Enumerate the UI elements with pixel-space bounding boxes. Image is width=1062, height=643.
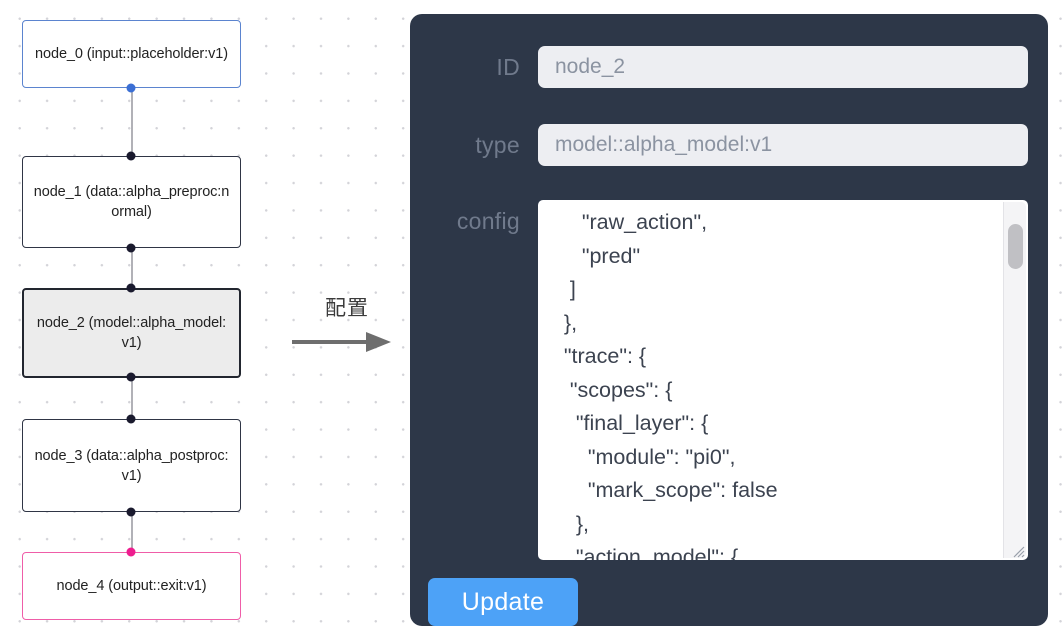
node-handle-node_3-target[interactable] — [126, 414, 136, 424]
config-scrollbar-track[interactable] — [1003, 202, 1026, 558]
edge-node0-node1 — [131, 88, 133, 158]
graph-node-node_3[interactable]: node_3 (data::alpha_postproc:v1) — [22, 419, 241, 512]
node-handle-node_1-target[interactable] — [126, 151, 136, 161]
node-handle-node_0-source[interactable] — [126, 83, 136, 93]
update-button[interactable]: Update — [428, 578, 578, 626]
edge-node3-node4 — [131, 512, 133, 552]
node-label: node_1 (data::alpha_preproc:normal) — [33, 184, 230, 220]
resize-grip-icon[interactable] — [1009, 542, 1025, 558]
node-inspector-panel: ID type config "raw_action", "pred" ] },… — [410, 14, 1048, 626]
annotation-label: 配置 — [325, 296, 369, 320]
node-handle-node_3-source[interactable] — [126, 507, 136, 517]
id-field-label: ID — [496, 54, 520, 80]
type-field-label: type — [475, 132, 520, 158]
edge-node2-node3 — [131, 377, 133, 419]
config-textarea[interactable]: "raw_action", "pred" ] }, "trace": { "sc… — [538, 200, 1028, 560]
config-field-label: config — [456, 208, 520, 234]
id-input[interactable] — [538, 46, 1028, 88]
node-handle-node_2-source[interactable] — [126, 372, 136, 382]
config-scrollbar-thumb[interactable] — [1008, 224, 1023, 269]
node-handle-node_1-source[interactable] — [126, 243, 136, 253]
graph-node-node_0[interactable]: node_0 (input::placeholder:v1) — [22, 20, 241, 88]
id-field-row: ID — [428, 46, 1028, 88]
annotation-group: 配置 — [292, 296, 402, 355]
node-label: node_4 (output::exit:v1) — [56, 578, 207, 594]
node-handle-node_4-target[interactable] — [126, 547, 136, 557]
graph-node-node_2[interactable]: node_2 (model::alpha_model:v1) — [22, 288, 241, 378]
type-input[interactable] — [538, 124, 1028, 166]
type-field-row: type — [428, 124, 1028, 166]
edge-node1-node2 — [131, 248, 133, 288]
config-editor: "raw_action", "pred" ] }, "trace": { "sc… — [538, 200, 1028, 560]
node-handle-node_2-target[interactable] — [126, 283, 136, 293]
node-label: node_2 (model::alpha_model:v1) — [36, 315, 227, 351]
graph-node-node_4[interactable]: node_4 (output::exit:v1) — [22, 552, 241, 620]
config-field-row: config "raw_action", "pred" ] }, "trace"… — [428, 200, 1028, 560]
node-label: node_0 (input::placeholder:v1) — [35, 46, 228, 62]
graph-node-node_1[interactable]: node_1 (data::alpha_preproc:normal) — [22, 156, 241, 248]
node-label: node_3 (data::alpha_postproc:v1) — [34, 447, 229, 484]
arrow-right-icon — [292, 332, 391, 352]
